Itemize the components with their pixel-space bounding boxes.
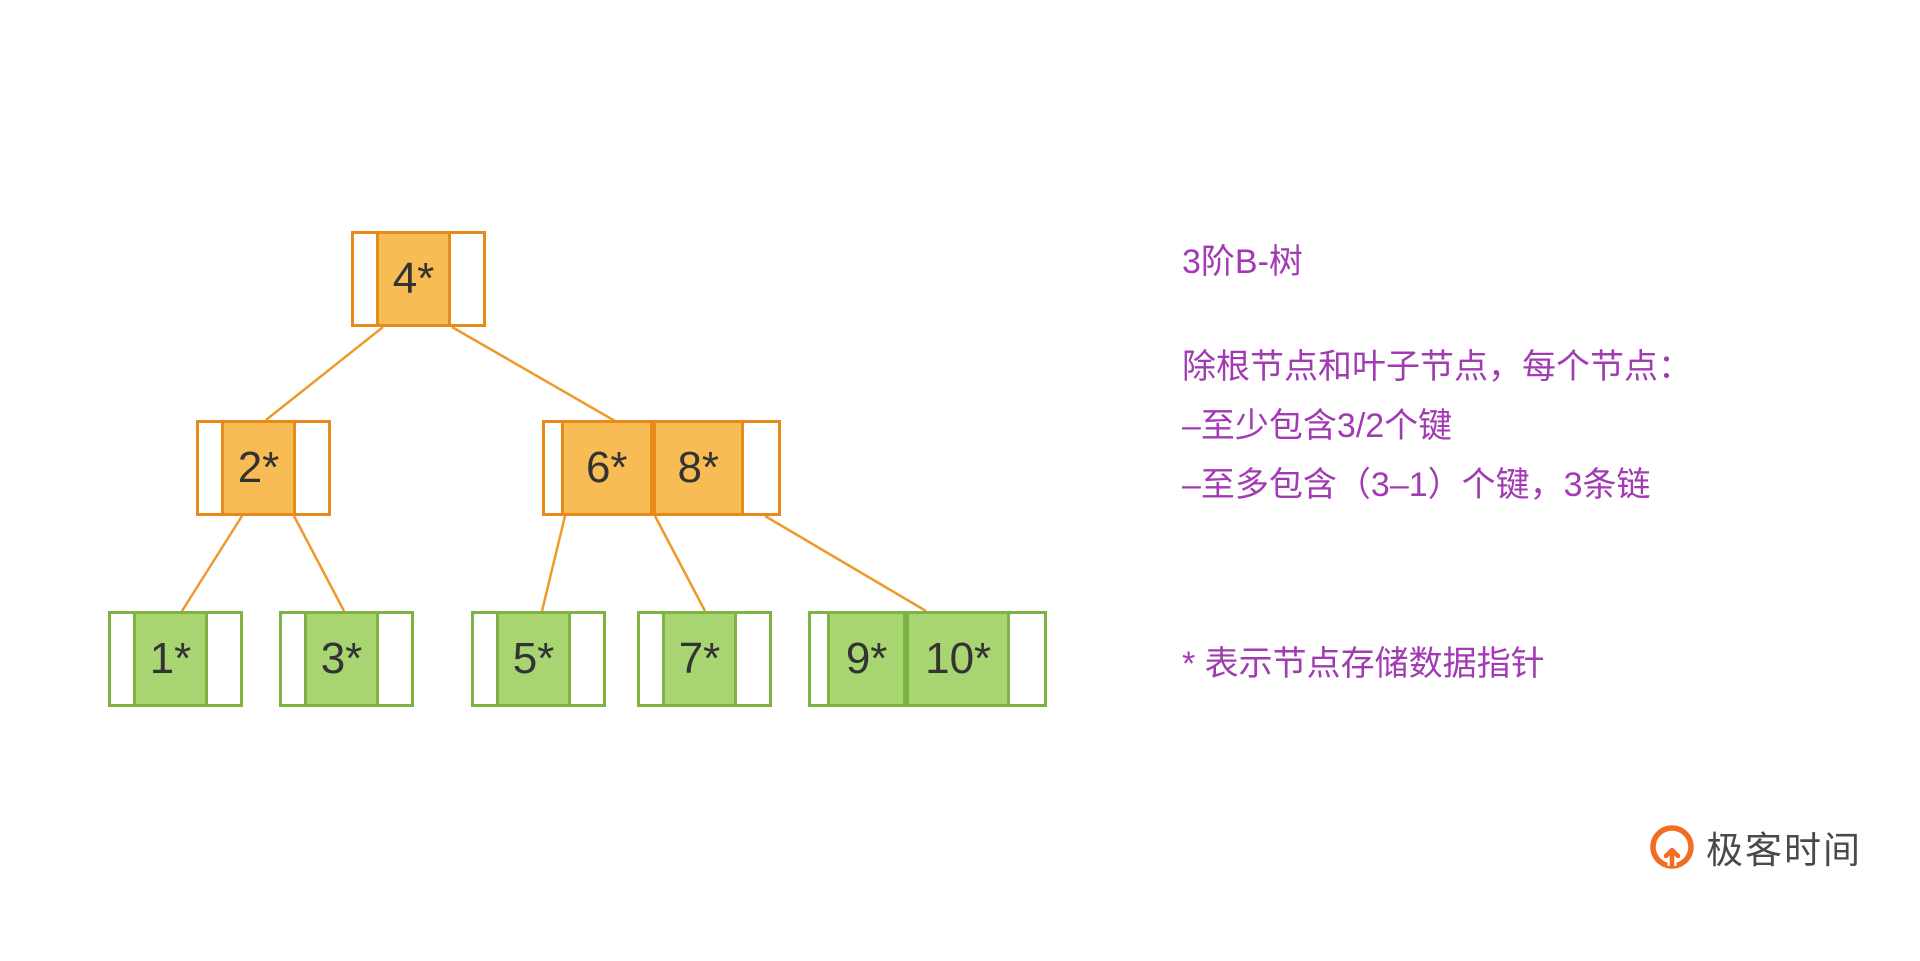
node-empty-slot	[451, 234, 483, 324]
diagram-heading: 3阶B-树	[1182, 243, 1303, 281]
tree-leaf-1: 1*	[108, 611, 243, 707]
edge-node2-to-leaf1	[180, 515, 244, 612]
node-empty-slot	[111, 614, 133, 704]
node-empty-slot	[545, 423, 561, 513]
node-key-label: 7*	[678, 634, 721, 683]
node-empty-slot	[640, 614, 662, 704]
tree-leaf-5: 5*	[471, 611, 606, 707]
node-key-label: 10*	[925, 634, 992, 683]
node-key-cell: 5*	[496, 614, 571, 704]
node-key-cell: 10*	[906, 614, 1011, 704]
node-empty-slot	[744, 423, 778, 513]
node-key-label: 6*	[585, 443, 628, 492]
edge-node2-to-leaf3	[292, 515, 346, 612]
geektime-logo-text: 极客时间	[1706, 830, 1862, 871]
edge-node68-to-leaf7	[653, 515, 707, 612]
node-key-label: 3*	[320, 634, 363, 683]
node-key-label: 2*	[237, 443, 280, 492]
node-empty-slot	[199, 423, 221, 513]
node-key-cell: 7*	[662, 614, 737, 704]
tree-leaf-3: 3*	[279, 611, 414, 707]
edge-root-to-node2	[265, 326, 384, 421]
footnote: * 表示节点存储数据指针	[1182, 645, 1545, 683]
node-empty-slot	[208, 614, 240, 704]
node-key-label: 4*	[392, 254, 435, 303]
node-key-cell: 8*	[652, 423, 744, 513]
rule-line-min-keys: –至少包含3/2个键	[1182, 407, 1453, 445]
node-empty-slot	[811, 614, 827, 704]
node-key-cell: 2*	[221, 423, 296, 513]
rules-block: 除根节点和叶子节点，每个节点： –至少包含3/2个键 –至多包含（3–1）个键，…	[1182, 338, 1692, 515]
tree-node-2: 2*	[196, 420, 331, 516]
edge-root-to-node68	[451, 325, 616, 423]
node-empty-slot	[1010, 614, 1045, 704]
tree-node-6-8: 6* 8*	[542, 420, 781, 516]
node-key-label: 5*	[512, 634, 555, 683]
tree-leaf-7: 7*	[637, 611, 772, 707]
node-key-label: 1*	[149, 634, 192, 683]
rule-line-intro: 除根节点和叶子节点，每个节点：	[1182, 348, 1692, 386]
node-key-cell: 9*	[827, 614, 907, 704]
node-empty-slot	[571, 614, 603, 704]
node-empty-slot	[282, 614, 304, 704]
node-empty-slot	[474, 614, 496, 704]
node-empty-slot	[296, 423, 328, 513]
edge-node68-to-leaf5	[540, 515, 567, 612]
node-key-label: 8*	[677, 443, 720, 492]
node-empty-slot	[379, 614, 411, 704]
rule-line-max-keys: –至多包含（3–1）个键，3条链	[1182, 466, 1651, 504]
node-key-label: 9*	[845, 634, 888, 683]
node-key-cell: 4*	[376, 234, 451, 324]
geektime-logo-icon	[1648, 823, 1696, 871]
node-key-cell: 1*	[133, 614, 208, 704]
node-empty-slot	[737, 614, 769, 704]
node-empty-slot	[354, 234, 376, 324]
node-key-cell: 6*	[561, 423, 653, 513]
tree-node-root: 4*	[351, 231, 486, 327]
tree-leaf-9-10: 9* 10*	[808, 611, 1047, 707]
geektime-logo: 极客时间	[1648, 820, 1862, 874]
edge-node68-to-leaf910	[764, 514, 927, 613]
node-key-cell: 3*	[304, 614, 379, 704]
